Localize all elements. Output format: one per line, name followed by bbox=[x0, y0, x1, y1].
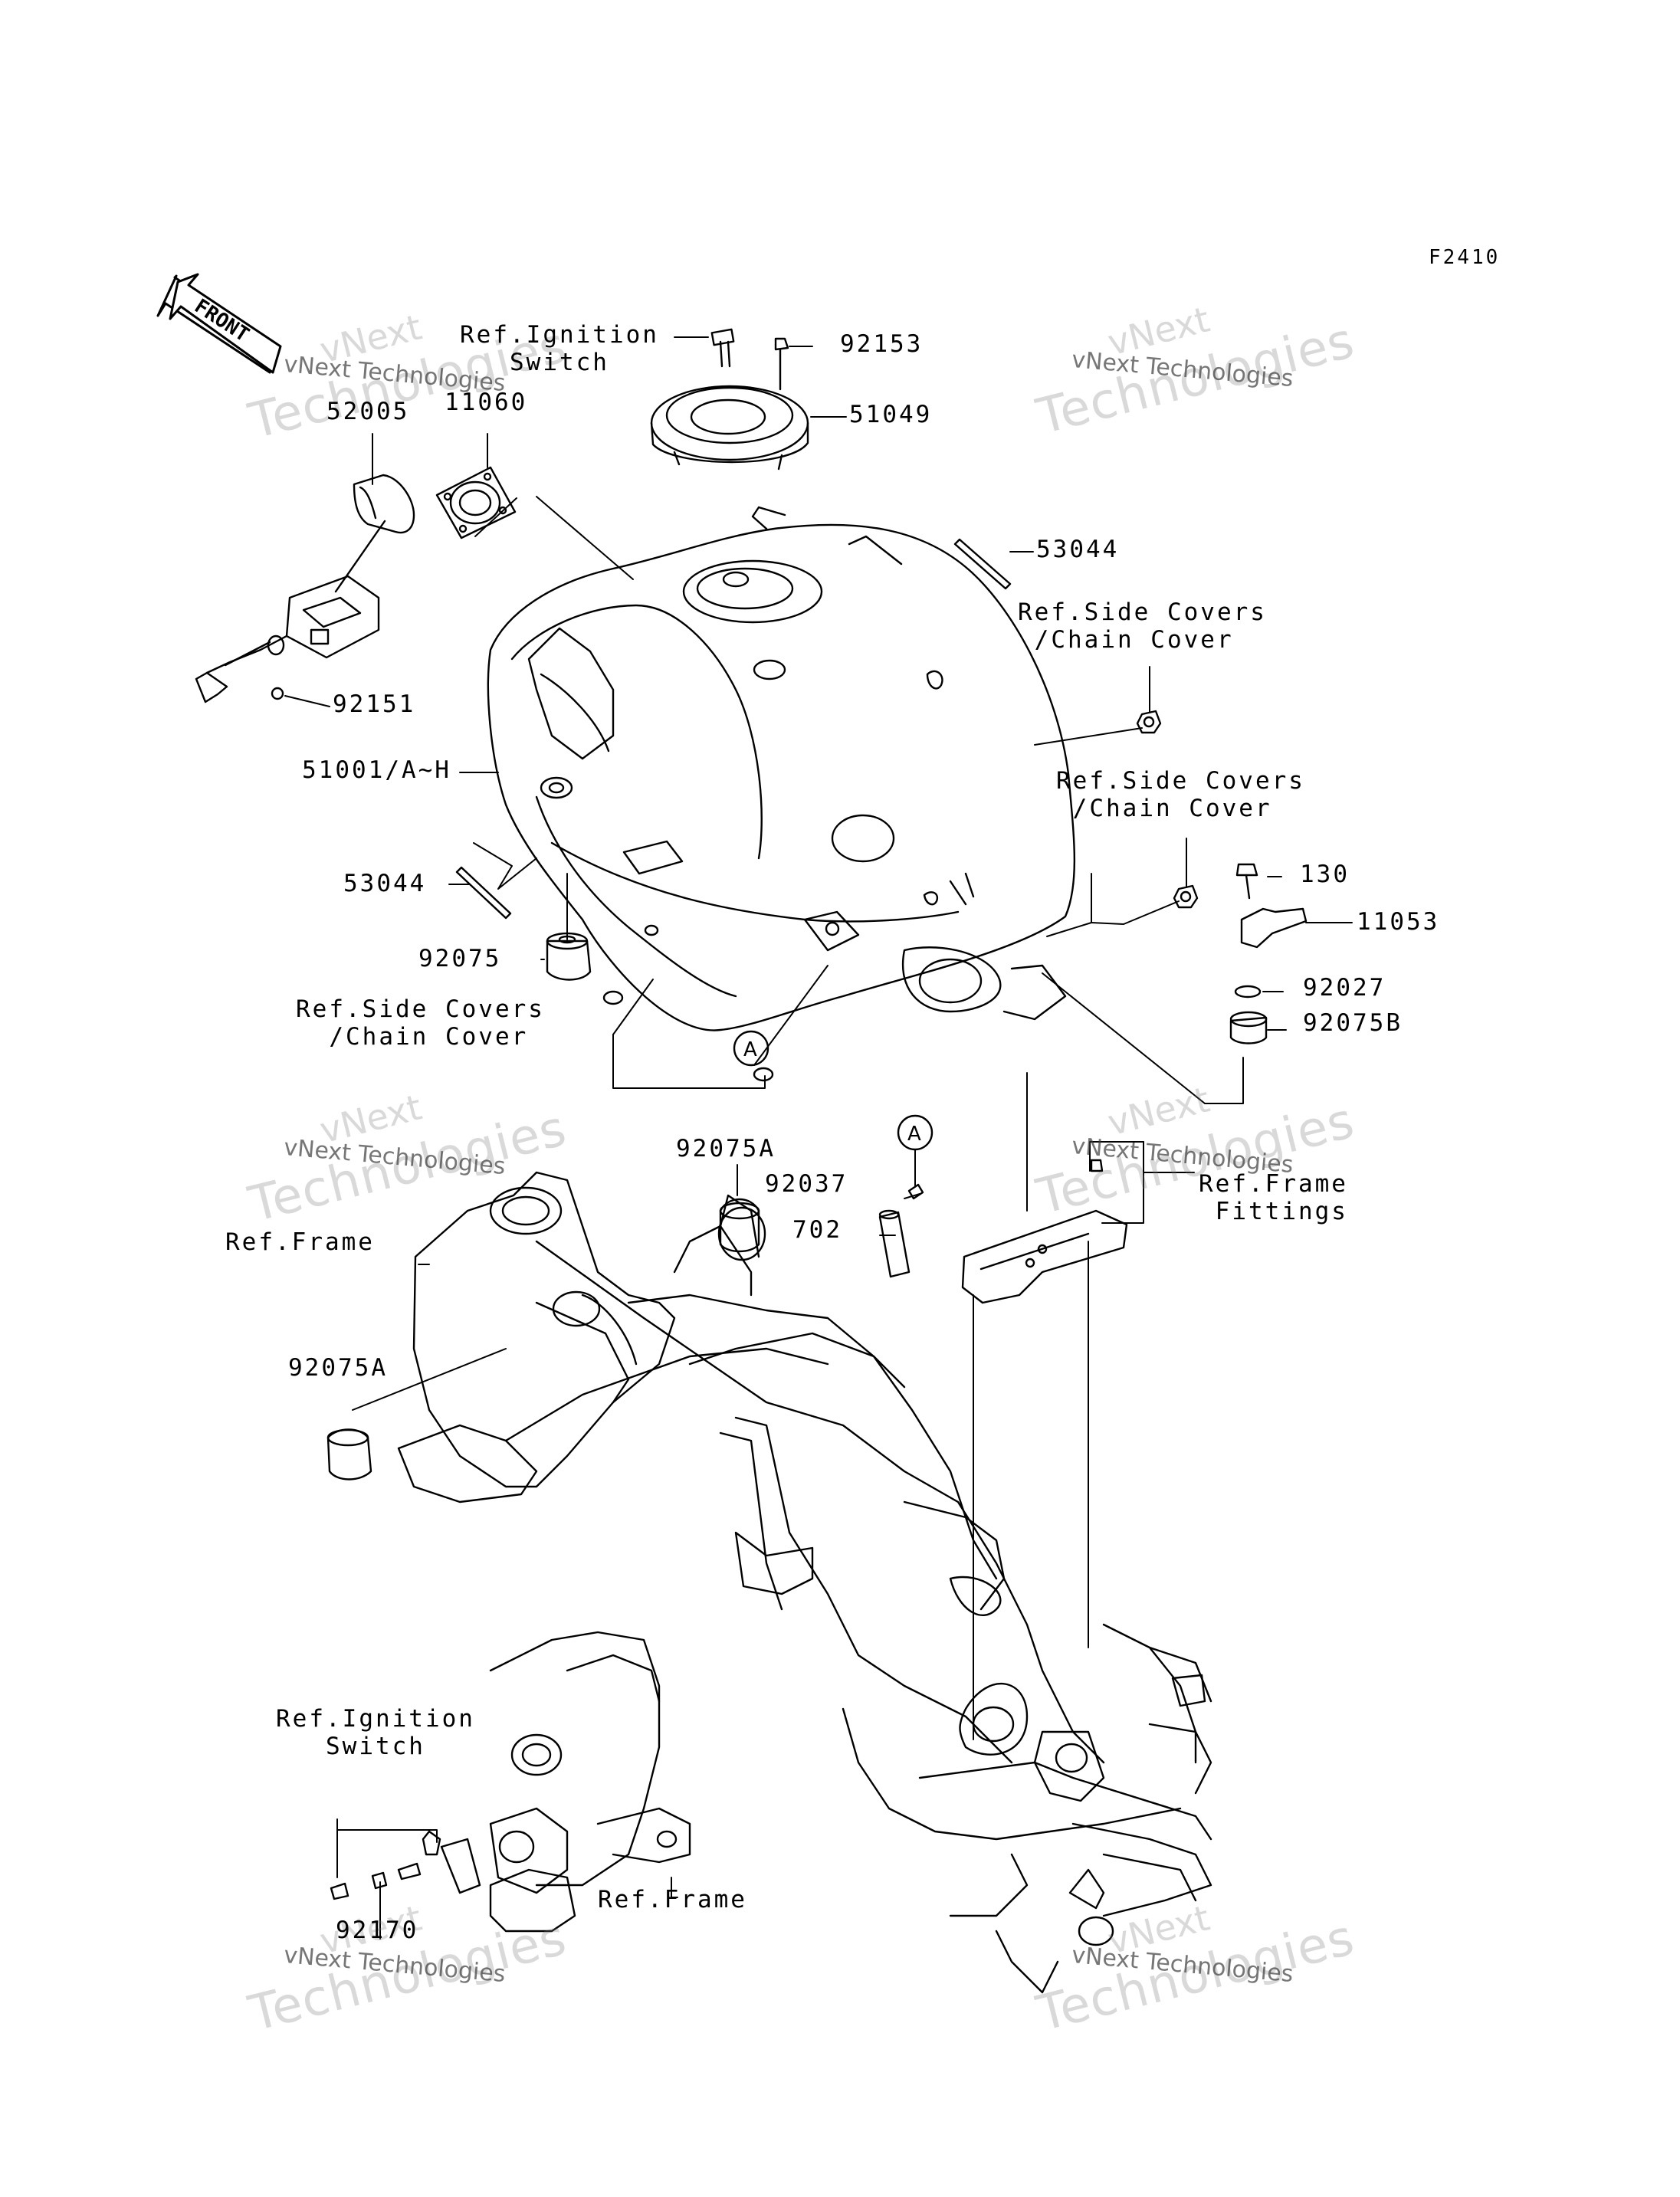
label-53044-left: 53044 bbox=[343, 870, 427, 897]
fuel-tank bbox=[488, 507, 1075, 1031]
label-92075a-top: 92075A bbox=[676, 1135, 776, 1162]
label-ref-side-covers-2: Ref.Side Covers /Chain Cover bbox=[1056, 767, 1305, 822]
frame-fitting-bracket bbox=[963, 1160, 1127, 1303]
label-ref-ignition-switch-top: Ref.Ignition Switch bbox=[460, 321, 659, 376]
label-92151: 92151 bbox=[333, 690, 416, 718]
label-ref-side-covers-3: Ref.Side Covers /Chain Cover bbox=[296, 995, 545, 1051]
label-52005: 52005 bbox=[326, 398, 410, 425]
label-51001: 51001/A~H bbox=[302, 756, 451, 784]
frame bbox=[399, 1172, 1211, 1992]
clip-and-hose bbox=[880, 1185, 923, 1277]
circle-a-text-1: A bbox=[743, 1038, 757, 1061]
label-92153: 92153 bbox=[840, 330, 924, 358]
circle-a-marker: A A bbox=[734, 1031, 932, 1149]
label-92075a-left: 92075A bbox=[288, 1354, 388, 1382]
label-11053: 11053 bbox=[1357, 908, 1440, 936]
label-51049: 51049 bbox=[849, 401, 933, 428]
label-ref-ignition-switch-bottom: Ref.Ignition Switch bbox=[276, 1705, 475, 1760]
label-92075b: 92075B bbox=[1303, 1009, 1403, 1037]
label-ref-side-covers-1: Ref.Side Covers /Chain Cover bbox=[1018, 598, 1267, 654]
damper-92075a-top bbox=[720, 1199, 759, 1251]
label-130: 130 bbox=[1300, 861, 1350, 888]
label-53044-top: 53044 bbox=[1036, 536, 1120, 563]
label-92037: 92037 bbox=[765, 1170, 848, 1198]
leader-lines bbox=[285, 337, 1352, 1939]
circle-a-text-2: A bbox=[907, 1123, 921, 1146]
rubber-strip-53044 bbox=[457, 539, 1010, 918]
label-92170: 92170 bbox=[336, 1917, 419, 1944]
damper-92075a-left bbox=[328, 1430, 371, 1480]
grommets bbox=[547, 711, 1306, 1080]
label-92075: 92075 bbox=[418, 945, 502, 972]
fuel-pump-assembly bbox=[196, 467, 515, 702]
ignition-bracket-area bbox=[331, 1632, 690, 1931]
figure-code: F2410 bbox=[1429, 246, 1501, 269]
fuel-cap-51049 bbox=[651, 330, 808, 469]
front-arrow-icon: FRONT bbox=[158, 274, 281, 372]
label-702: 702 bbox=[792, 1216, 842, 1244]
label-92027: 92027 bbox=[1303, 974, 1386, 1002]
label-11060: 11060 bbox=[445, 389, 528, 416]
label-ref-frame-1: Ref.Frame bbox=[225, 1228, 375, 1256]
label-ref-frame-2: Ref.Frame bbox=[598, 1886, 747, 1913]
label-ref-frame-fittings: Ref.Frame Fittings bbox=[1199, 1170, 1348, 1225]
